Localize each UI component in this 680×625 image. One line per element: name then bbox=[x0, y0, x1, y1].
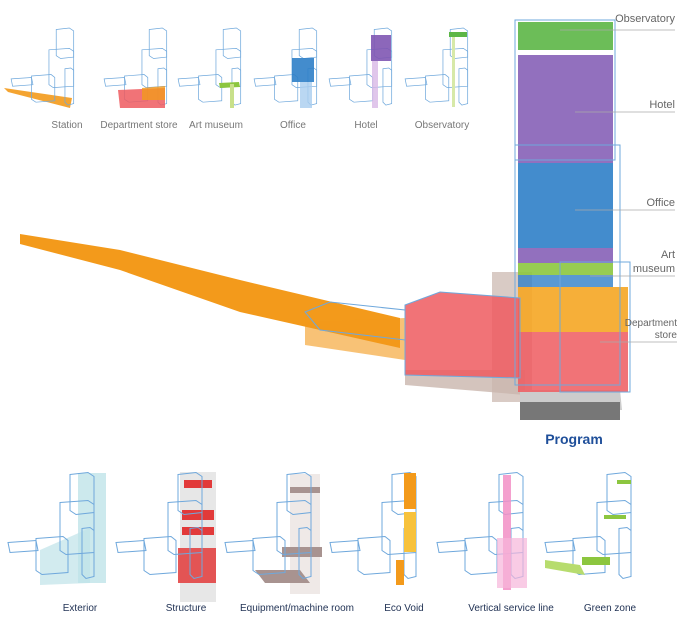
label-observatory: Observatory bbox=[415, 120, 469, 131]
mini-hotel bbox=[328, 27, 393, 108]
label-office-main: Office bbox=[646, 197, 675, 209]
label-art-museum: Art museum bbox=[189, 120, 243, 131]
main-building bbox=[20, 19, 631, 420]
program-title: Program bbox=[545, 431, 603, 447]
main-labels: Observatory Hotel Office Art museum Depa… bbox=[545, 13, 677, 447]
mini-office bbox=[253, 27, 318, 108]
mini-exterior bbox=[7, 471, 106, 585]
mini-structure bbox=[115, 471, 216, 602]
label-exterior: Exterior bbox=[63, 603, 98, 614]
mini-vertical-service-line bbox=[436, 471, 527, 590]
label-eco-void: Eco Void bbox=[384, 603, 423, 614]
station-strip bbox=[20, 234, 400, 348]
label-department-store: Department store bbox=[100, 120, 178, 131]
mini-department-store bbox=[103, 27, 168, 108]
label-art-main: Art bbox=[661, 249, 675, 261]
label-department-main: Department bbox=[625, 318, 677, 329]
mini-equipment bbox=[224, 471, 322, 594]
label-hotel-main: Hotel bbox=[649, 99, 675, 111]
label-hotel: Hotel bbox=[354, 120, 377, 131]
mini-station bbox=[4, 27, 75, 108]
mini-art-museum bbox=[177, 27, 242, 108]
bottom-labels: Exterior Structure Equipment/machine roo… bbox=[63, 603, 637, 614]
label-store-main: store bbox=[655, 330, 678, 341]
mini-green-zone bbox=[544, 471, 632, 580]
top-labels: Station Department store Art museum Offi… bbox=[51, 120, 469, 131]
mini-eco-void bbox=[329, 471, 417, 585]
label-vertical-service-line: Vertical service line bbox=[468, 603, 554, 614]
label-observatory-main: Observatory bbox=[615, 13, 675, 25]
label-museum-main: museum bbox=[633, 263, 675, 275]
label-office: Office bbox=[280, 120, 306, 131]
label-structure: Structure bbox=[166, 603, 207, 614]
mini-observatory bbox=[404, 27, 469, 107]
label-equipment: Equipment/machine room bbox=[240, 603, 354, 614]
label-green-zone: Green zone bbox=[584, 603, 637, 614]
label-station: Station bbox=[51, 120, 82, 131]
